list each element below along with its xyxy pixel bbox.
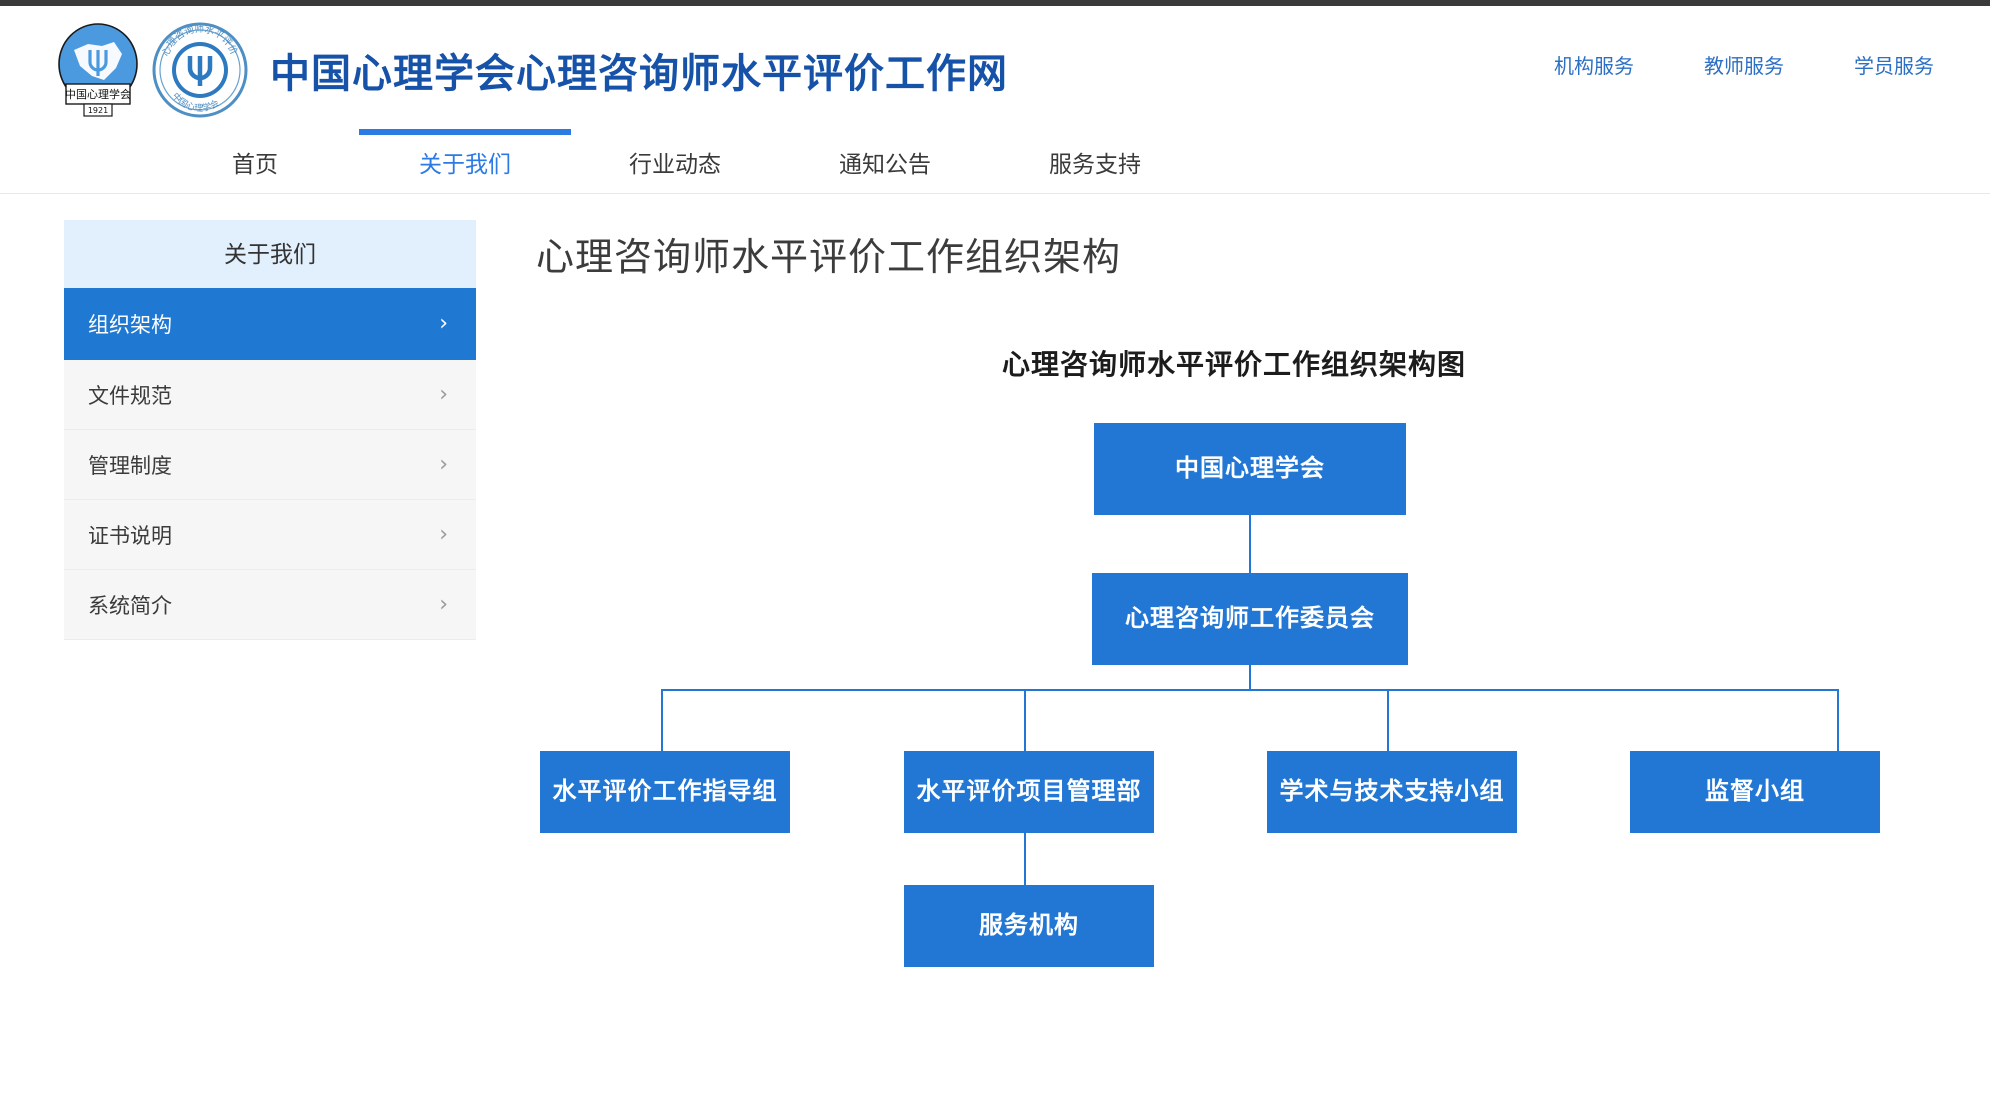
- connector-bus-node3: [1387, 689, 1389, 751]
- sidebar-item-label: 组织架构: [88, 314, 172, 337]
- sidebar-item-label: 系统简介: [88, 594, 172, 618]
- chevron-right-icon: ›: [439, 521, 448, 547]
- header-link-student[interactable]: 学员服务: [1854, 56, 1934, 78]
- nav-item-announcements[interactable]: 通知公告: [839, 151, 931, 177]
- connector-bus-node4: [1837, 689, 1839, 751]
- nav-item-home[interactable]: 首页: [232, 151, 278, 177]
- org-chart-bus: [661, 689, 1838, 691]
- header-link-institution[interactable]: 机构服务: [1554, 56, 1634, 78]
- sidebar-item-label: 证书说明: [88, 524, 172, 548]
- sidebar: 关于我们 组织架构 › 文件规范 › 管理制度 › 证书说明 › 系统简介 ›: [64, 220, 476, 943]
- org-node-level1[interactable]: 中国心理学会: [1094, 423, 1406, 515]
- connector-bus-node2: [1024, 689, 1026, 751]
- site-title: 中国心理学会心理咨询师水平评价工作网: [270, 51, 1008, 97]
- chevron-right-icon: ›: [439, 591, 448, 617]
- content-area: 心理咨询师水平评价工作组织架构 心理咨询师水平评价工作组织架构图 中国心理学会 …: [476, 220, 1990, 967]
- sidebar-item-label: 管理制度: [88, 454, 172, 478]
- connector-bus-node1: [661, 689, 663, 751]
- nav-item-service-support[interactable]: 服务支持: [1049, 151, 1141, 177]
- sidebar-item-document-standards[interactable]: 文件规范 ›: [64, 360, 476, 430]
- connector-level1-level2: [1249, 515, 1251, 573]
- connector-node2-level4: [1024, 833, 1026, 885]
- sidebar-item-label: 文件规范: [88, 384, 172, 408]
- page-title: 心理咨询师水平评价工作组织架构: [536, 237, 1122, 279]
- main-navigation: 首页 关于我们 行业动态 通知公告 服务支持: [0, 134, 1990, 194]
- chinese-psychological-society-logo-icon: 中国心理学会 1921: [52, 20, 144, 120]
- logo-group: 中国心理学会 1921 心理咨询师水平评价 中国心理学会: [52, 20, 1008, 120]
- header-link-teacher[interactable]: 教师服务: [1704, 56, 1784, 78]
- org-node-level3-project-management[interactable]: 水平评价项目管理部: [904, 751, 1154, 833]
- chevron-right-icon: ›: [439, 451, 448, 477]
- page-body: 关于我们 组织架构 › 文件规范 › 管理制度 › 证书说明 › 系统简介 › …: [0, 194, 1990, 967]
- sidebar-item-certificate-info[interactable]: 证书说明 ›: [64, 500, 476, 570]
- org-chart-title: 心理咨询师水平评价工作组织架构图: [1001, 349, 1466, 380]
- header-service-links: 机构服务 教师服务 学员服务: [1554, 50, 1934, 79]
- site-header: 中国心理学会 1921 心理咨询师水平评价 中国心理学会: [0, 6, 1990, 134]
- nav-item-about-us[interactable]: 关于我们: [360, 145, 570, 193]
- top-strip: [0, 0, 1990, 6]
- org-node-level2[interactable]: 心理咨询师工作委员会: [1092, 573, 1408, 665]
- org-node-level3-guidance-group[interactable]: 水平评价工作指导组: [540, 751, 790, 833]
- nav-item-industry-news[interactable]: 行业动态: [629, 151, 721, 177]
- sidebar-item-system-intro[interactable]: 系统简介 ›: [64, 570, 476, 640]
- connector-level2-bus: [1249, 665, 1251, 689]
- sidebar-item-organization-structure[interactable]: 组织架构 ›: [64, 288, 476, 360]
- org-chart: 心理咨询师水平评价工作组织架构图 中国心理学会 心理咨询师工作委员会 水平评价工…: [524, 343, 1944, 967]
- svg-text:中国心理学会: 中国心理学会: [65, 87, 131, 101]
- sidebar-header: 关于我们: [64, 220, 476, 288]
- org-node-level3-academic-support[interactable]: 学术与技术支持小组: [1267, 751, 1517, 833]
- chevron-right-icon: ›: [439, 311, 448, 336]
- sidebar-item-management-system[interactable]: 管理制度 ›: [64, 430, 476, 500]
- counselor-evaluation-seal-icon: 心理咨询师水平评价 中国心理学会: [150, 20, 250, 120]
- org-node-level4-service-institution[interactable]: 服务机构: [904, 885, 1154, 967]
- svg-text:1921: 1921: [88, 106, 108, 115]
- chevron-right-icon: ›: [439, 381, 448, 407]
- org-node-level3-supervision-group[interactable]: 监督小组: [1630, 751, 1880, 833]
